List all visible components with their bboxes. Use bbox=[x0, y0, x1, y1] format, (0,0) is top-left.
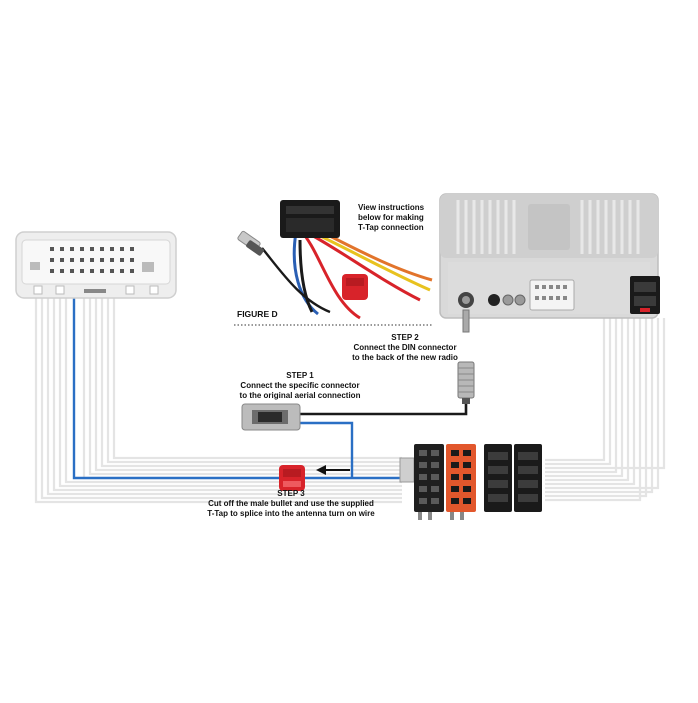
step1-caption: STEP 1 Connect the specific connector to… bbox=[222, 371, 378, 401]
step3-caption: STEP 3 Cut off the male bullet and use t… bbox=[196, 489, 386, 519]
step3-title: STEP 3 bbox=[196, 489, 386, 499]
ttap-instruction-note: View instructions below for making T-Tap… bbox=[358, 203, 424, 233]
ttap-note-line3: T-Tap connection bbox=[358, 223, 424, 233]
step2-caption: STEP 2 Connect the DIN connector to the … bbox=[340, 333, 470, 363]
step3-line1: Cut off the male bullet and use the supp… bbox=[196, 499, 386, 509]
step2-line2: to the back of the new radio bbox=[340, 353, 470, 363]
iso-harness-connector bbox=[400, 444, 542, 520]
vehicle-connector bbox=[16, 232, 176, 298]
ttap-note-line2: below for making bbox=[358, 213, 424, 223]
step3-line2: T-Tap to splice into the antenna turn on… bbox=[196, 509, 386, 519]
step2-line1: Connect the DIN connector bbox=[340, 343, 470, 353]
step1-title: STEP 1 bbox=[222, 371, 378, 381]
ttap-connector bbox=[279, 465, 305, 491]
radio-rear-panel bbox=[440, 194, 660, 318]
ttap-note-line1: View instructions bbox=[358, 203, 424, 213]
step1-line1: Connect the specific connector bbox=[222, 381, 378, 391]
step2-title: STEP 2 bbox=[340, 333, 470, 343]
aerial-adapter-connector bbox=[242, 404, 300, 430]
figure-label: FIGURE D bbox=[237, 309, 278, 319]
step1-line2: to the original aerial connection bbox=[222, 391, 378, 401]
